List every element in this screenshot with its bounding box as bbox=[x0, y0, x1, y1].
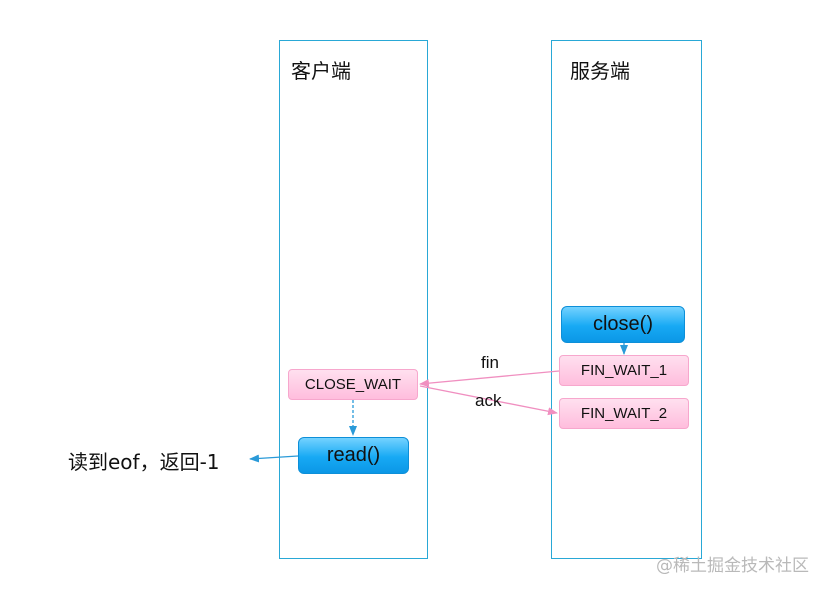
read-to-result-arrow bbox=[249, 454, 299, 463]
ack-arrow bbox=[419, 385, 558, 416]
watermark: @稀土掘金技术社区 bbox=[656, 556, 809, 576]
client-lane-title: 客户端 bbox=[291, 59, 351, 83]
close-call-node: close() bbox=[561, 306, 685, 343]
fin-wait-2-state: FIN_WAIT_2 bbox=[559, 398, 689, 429]
server-lane: 服务端 bbox=[551, 40, 702, 559]
fin-wait-1-state: FIN_WAIT_1 bbox=[559, 355, 689, 386]
read-call-node: read() bbox=[298, 437, 409, 474]
close-wait-state: CLOSE_WAIT bbox=[288, 369, 418, 400]
ack-label: ack bbox=[475, 391, 502, 410]
fin-label: fin bbox=[481, 353, 499, 372]
eof-result-label: 读到eof，返回-1 bbox=[68, 450, 220, 474]
server-lane-title: 服务端 bbox=[570, 59, 630, 83]
fin-arrow bbox=[419, 370, 560, 388]
